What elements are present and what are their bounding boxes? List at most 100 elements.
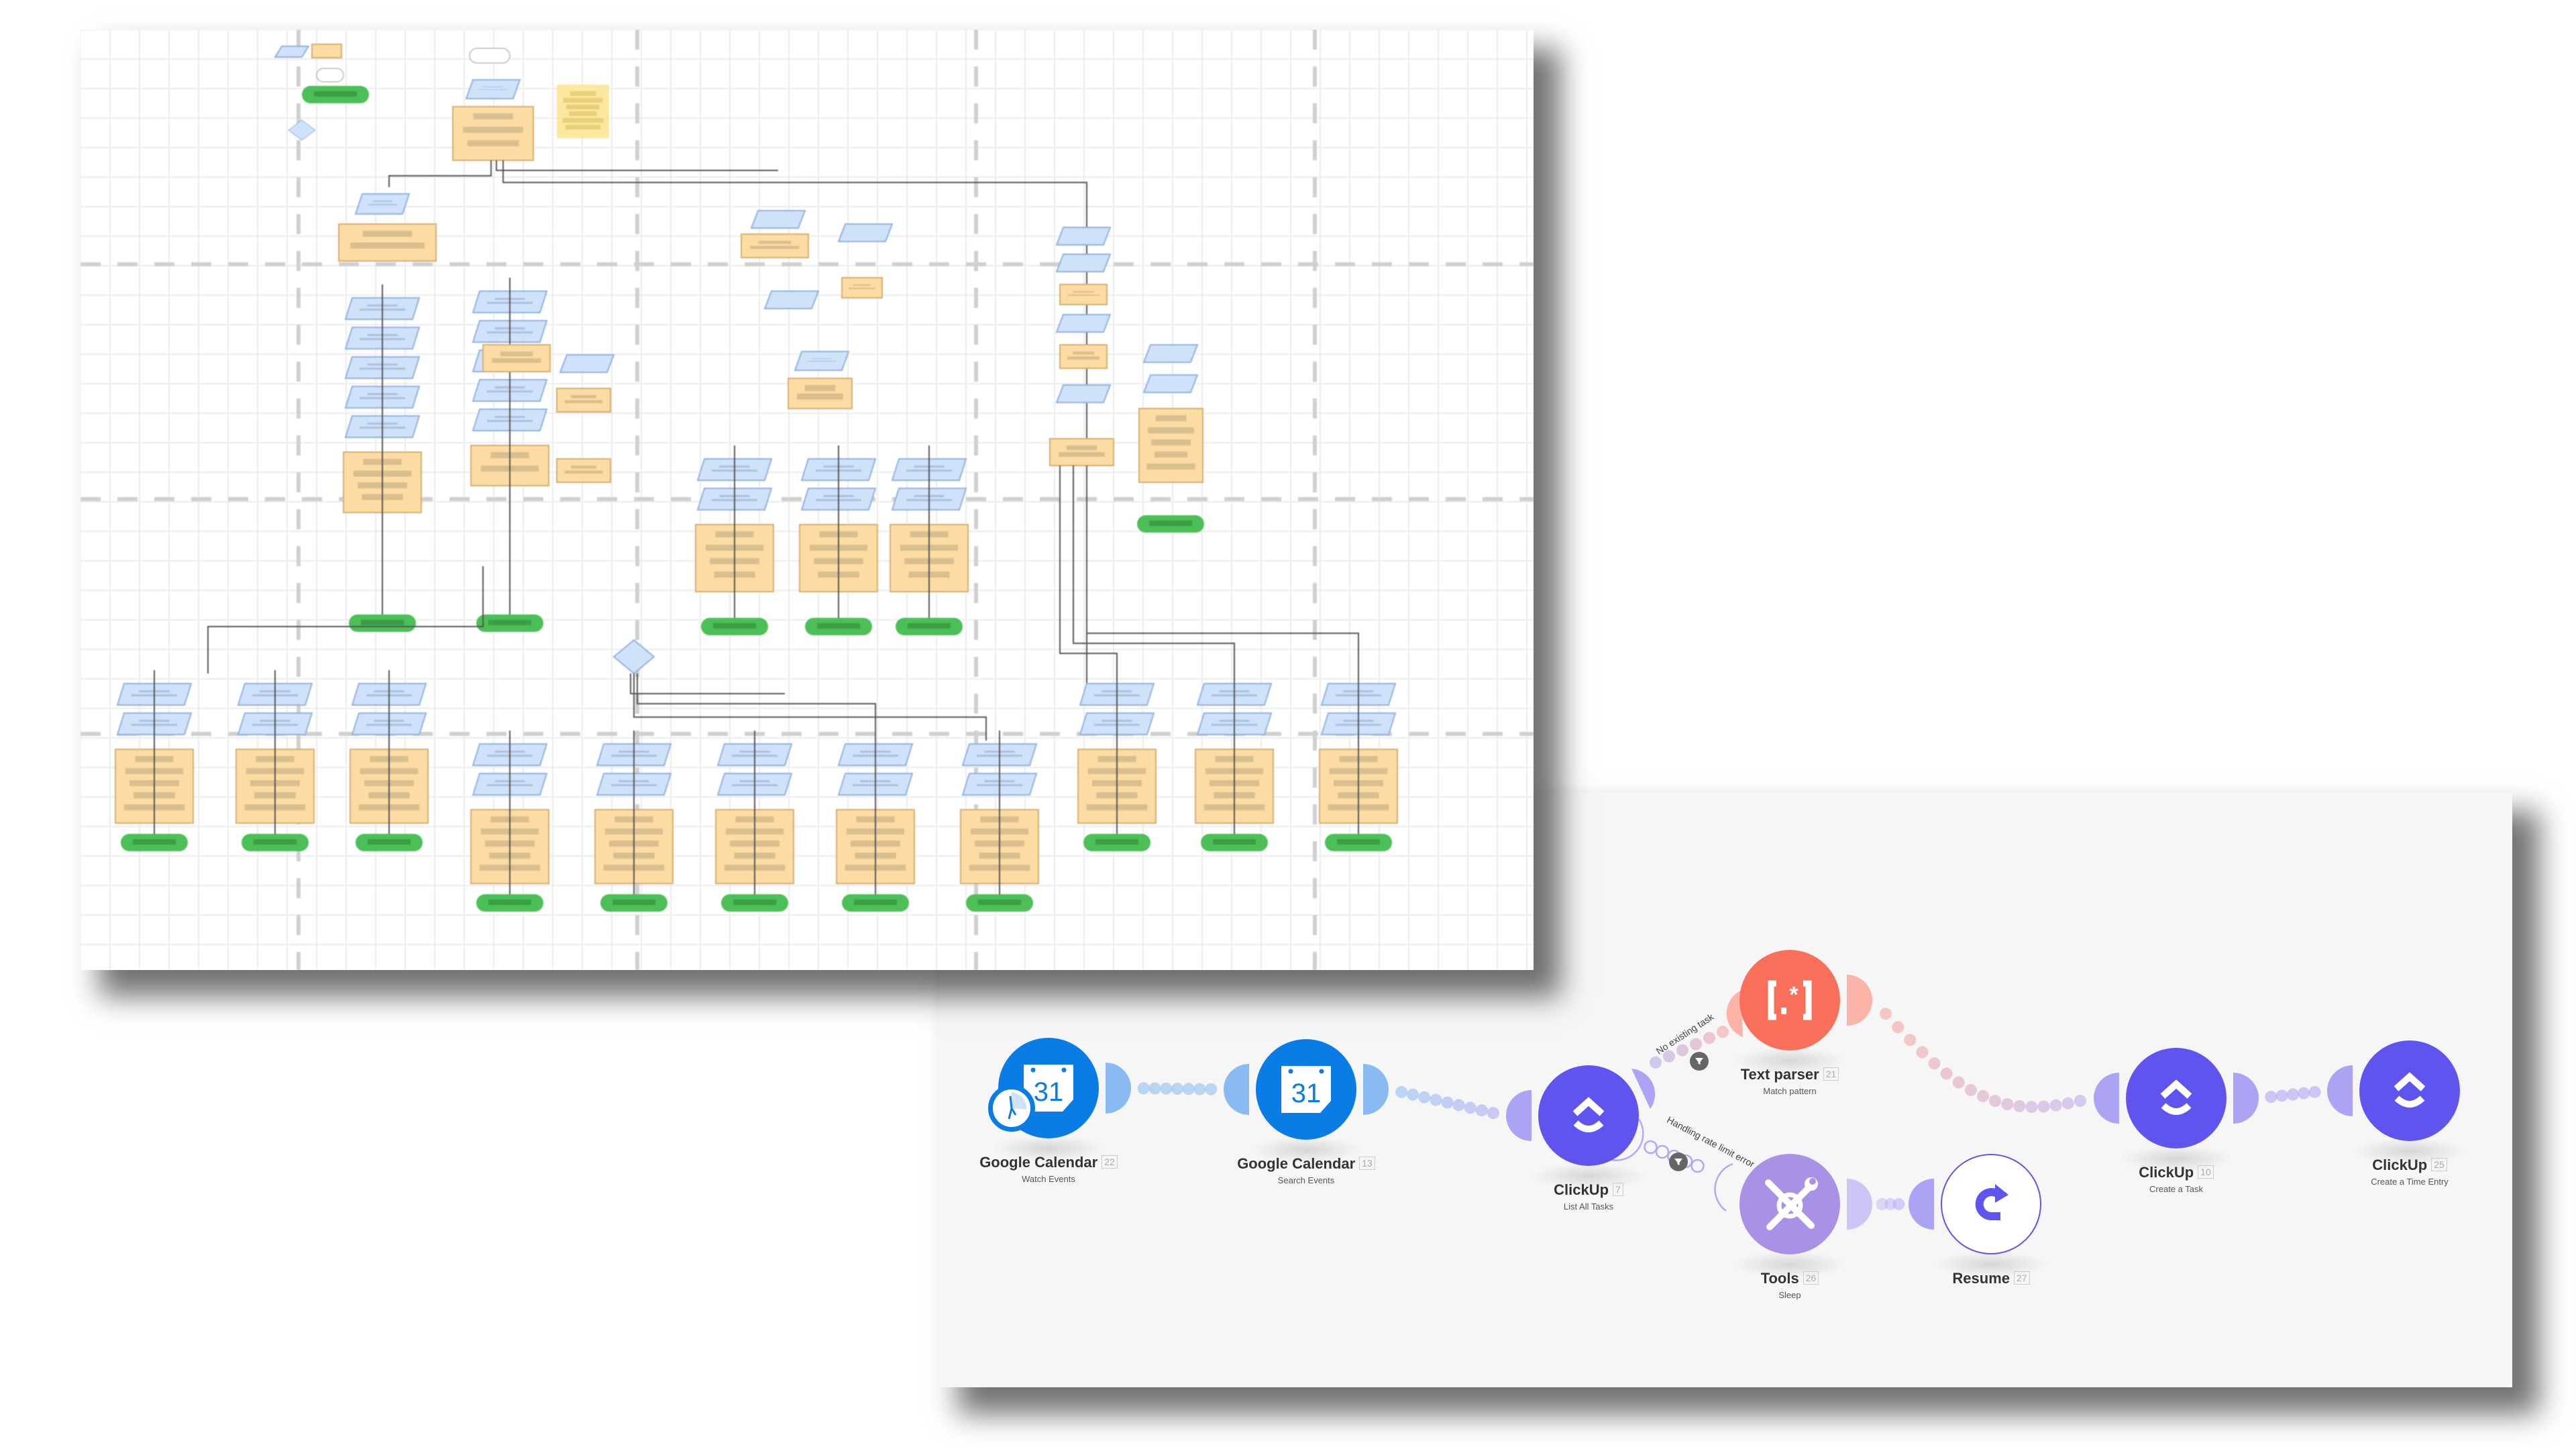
connector-line [633, 674, 987, 741]
module-title: ClickUp [2139, 1164, 2194, 1181]
module-bubble[interactable] [2359, 1040, 2460, 1141]
text-placeholder [908, 623, 951, 629]
connection-dot [1487, 1107, 1499, 1120]
module-bubble[interactable] [1739, 1154, 1840, 1254]
connector-line [388, 160, 492, 187]
text-placeholder [571, 466, 596, 469]
filter-icon[interactable] [1669, 1152, 1688, 1171]
connection-dot [2025, 1101, 2038, 1114]
module-id-badge: 22 [1102, 1155, 1118, 1169]
text-placeholder [1095, 839, 1138, 845]
start-terminator [469, 48, 511, 64]
module-action: Create a Time Entry [2371, 1177, 2449, 1187]
process-box [311, 44, 342, 58]
connector-line [1086, 466, 1359, 670]
module-shadow [1733, 1251, 1847, 1278]
trigger-clock-icon[interactable] [988, 1085, 1035, 1132]
connector-handle [1909, 1179, 1934, 1230]
connector-line [630, 674, 785, 694]
text-placeholder [488, 900, 531, 905]
module-bubble[interactable]: * [1739, 950, 1840, 1051]
flowchart-canvas[interactable] [80, 30, 1534, 970]
filter-icon[interactable] [1690, 1052, 1709, 1071]
module-shadow [2119, 1145, 2233, 1172]
connector-handle [1363, 1064, 1389, 1115]
module-bubble[interactable] [2126, 1048, 2226, 1148]
module-id-badge: 7 [1613, 1183, 1623, 1196]
text-placeholder [372, 201, 392, 202]
module-title: Tools [1760, 1270, 1799, 1287]
text-placeholder [350, 242, 425, 249]
connection-dot [1928, 1057, 1941, 1070]
connection-dot [1690, 1159, 1705, 1173]
text-placeholder [488, 620, 531, 625]
text-placeholder [1149, 521, 1192, 526]
text-placeholder [1155, 451, 1187, 458]
connection-dot [1171, 1083, 1183, 1095]
legend-terminator [316, 68, 344, 83]
module-bubble[interactable]: 31 [1256, 1039, 1356, 1140]
decision-diamond [612, 639, 655, 675]
text-placeholder [562, 118, 604, 123]
module-bubble[interactable] [1941, 1154, 2041, 1254]
connection-dot [2074, 1095, 2086, 1108]
connector-handle [2094, 1073, 2119, 1124]
text-placeholder [564, 400, 603, 403]
connector-handle [1847, 1179, 1872, 1230]
connection-dot [1952, 1076, 1965, 1089]
text-placeholder [1213, 839, 1256, 845]
legend-decision [288, 119, 316, 141]
svg-text:31: 31 [1291, 1079, 1322, 1108]
connector-handle [2233, 1073, 2259, 1124]
text-placeholder [362, 231, 413, 237]
text-placeholder [1151, 439, 1191, 445]
connection-dot [1940, 1067, 1953, 1080]
connection-dot [1464, 1102, 1477, 1114]
module-action: Sleep [1778, 1290, 1801, 1300]
text-placeholder [1148, 427, 1194, 433]
connection-dot [2298, 1087, 2310, 1099]
io-parallelogram [837, 223, 894, 242]
module-bubble[interactable] [1538, 1065, 1639, 1166]
google-calendar-icon: 31 [1018, 1058, 1079, 1118]
text-placeholder [1059, 452, 1105, 457]
module-title: Google Calendar [1237, 1155, 1356, 1172]
tools-icon [1756, 1171, 1823, 1238]
text-placeholder [361, 620, 404, 625]
text-placeholder [1066, 445, 1097, 450]
connection-dot [2265, 1091, 2277, 1104]
io-parallelogram [1142, 344, 1199, 363]
text-placeholder [368, 839, 411, 845]
connector-handle [1224, 1064, 1249, 1115]
svg-text:*: * [1789, 982, 1799, 1008]
module-id-badge: 26 [1803, 1271, 1819, 1285]
text-placeholder [812, 358, 832, 359]
module-id-badge: 25 [2431, 1158, 2447, 1171]
connector-line [637, 674, 876, 741]
connection-dot [1644, 1140, 1658, 1155]
connector-line [496, 160, 778, 171]
module-id-badge: 10 [2198, 1165, 2214, 1179]
connection-dot [1160, 1082, 1173, 1095]
connection-dot [1407, 1088, 1419, 1101]
module-shadow [1249, 1136, 1363, 1163]
connection-dot [2287, 1088, 2299, 1101]
google-calendar-icon: 31 [1276, 1059, 1336, 1120]
text-placeholder [853, 284, 871, 286]
module-id-badge: 13 [1359, 1157, 1375, 1170]
module-title: ClickUp [1554, 1181, 1609, 1198]
connector-handle [1726, 990, 1743, 1037]
text-placeholder [500, 352, 533, 356]
module-shadow [991, 1135, 1106, 1162]
connection-dot [1916, 1046, 1929, 1059]
text-placeholder [565, 125, 601, 129]
error-handle [1714, 1163, 1733, 1212]
io-parallelogram [1055, 254, 1112, 272]
module-id-badge: 27 [2014, 1271, 2030, 1285]
module-title: Text parser [1740, 1066, 1819, 1083]
connection-dot [1137, 1082, 1150, 1095]
io-parallelogram [763, 290, 820, 309]
text-placeholder [463, 127, 523, 133]
